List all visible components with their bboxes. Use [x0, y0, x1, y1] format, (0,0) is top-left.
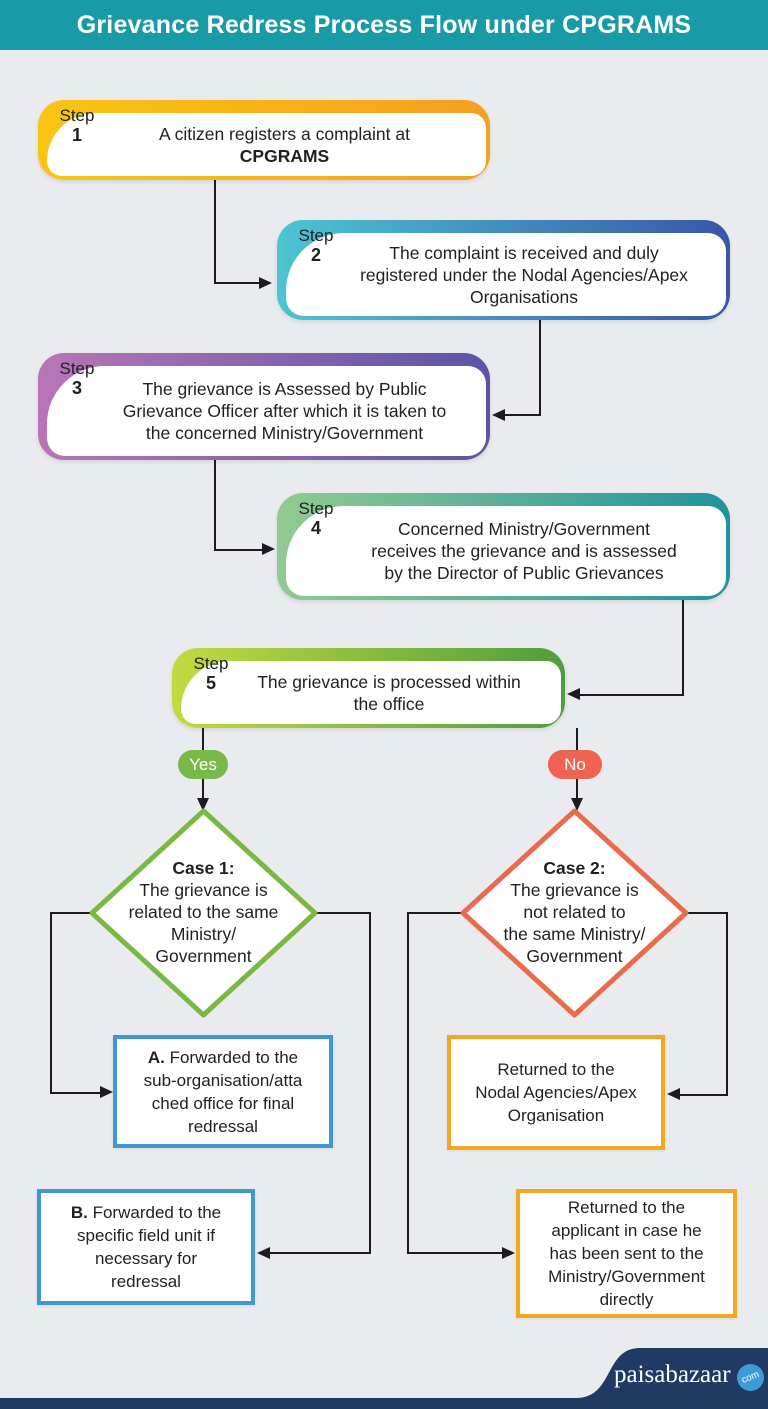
arrow-into-outcome-nodal: [667, 1088, 680, 1100]
connector-step4-step5-h: [580, 694, 684, 696]
connector-case1-right-h1: [314, 912, 371, 914]
connector-step1-step2: [214, 180, 216, 283]
connector-step4-step5: [682, 600, 684, 695]
step-4-text: Concerned Ministry/Government receives t…: [371, 519, 677, 583]
arrow-into-step2: [259, 277, 272, 289]
step-3-panel: [47, 366, 486, 456]
arrow-into-step5: [567, 688, 580, 700]
step-2-panel: [286, 233, 726, 316]
header-bar: Grievance Redress Process Flow under CPG…: [0, 0, 768, 50]
connector-case1-left-h1: [50, 912, 93, 914]
step-5-panel: [181, 661, 561, 724]
step-1-text: A citizen registers a complaint at CPGRA…: [159, 123, 410, 166]
brand-logo: paisabazaar: [614, 1361, 731, 1388]
step-3-box: Step 3 The grievance is Assessed by Publ…: [38, 353, 490, 460]
connector-case2-left-v: [407, 912, 409, 1253]
connector-step3-step4-h: [214, 549, 262, 551]
step-2-badge: Step 2: [298, 226, 334, 265]
step-5-text: The grievance is processed within the of…: [257, 671, 521, 714]
footer-bar: [0, 1398, 768, 1409]
arrow-into-case2: [571, 798, 583, 811]
footer-swoosh: [540, 1348, 768, 1409]
connector-step2-step3-h: [505, 414, 541, 416]
arrow-into-outcome-b: [257, 1247, 270, 1259]
outcome-a-box: A. Forwarded to the sub-organisation/att…: [113, 1035, 333, 1148]
connector-case2-right-v: [726, 912, 728, 1095]
connector-case1-left-v: [50, 912, 52, 1093]
outcome-b-box: B. Forwarded to the specific field unit …: [37, 1189, 255, 1305]
step-4-panel: [286, 506, 726, 596]
step-3-badge: Step 3: [59, 359, 95, 398]
arrow-into-step3: [492, 409, 505, 421]
arrow-into-outcome-a: [100, 1086, 113, 1098]
connector-case1-right-v: [369, 912, 371, 1253]
connector-case2-left-h2: [407, 1252, 502, 1254]
yes-branch-label: Yes: [178, 750, 228, 779]
step-4-box: Step 4 Concerned Ministry/Government rec…: [277, 493, 730, 600]
step-5-box: Step 5 The grievance is processed within…: [172, 648, 565, 728]
outcome-nodal-box: Returned to the Nodal Agencies/Apex Orga…: [447, 1035, 665, 1150]
connector-step3-step4: [214, 460, 216, 550]
step-3-text: The grievance is Assessed by Public Grie…: [122, 379, 447, 443]
arrow-into-outcome-applicant: [502, 1247, 515, 1259]
case-1-text: Case 1: The grievance is related to the …: [128, 858, 279, 966]
arrow-into-case1: [197, 798, 209, 811]
step-1-box: Step 1 A citizen registers a complaint a…: [38, 100, 490, 180]
step-4-badge: Step 4: [298, 499, 334, 538]
step-5-badge: Step 5: [193, 654, 229, 693]
connector-case2-right-h1: [686, 912, 728, 914]
step-1-panel: [47, 113, 486, 176]
step-2-box: Step 2 The complaint is received and dul…: [277, 220, 730, 320]
outcome-applicant-box: Returned to the applicant in case he has…: [516, 1189, 737, 1318]
case-2-text: Case 2: The grievance is not related to …: [503, 858, 646, 966]
connector-step1-step2-h: [214, 282, 259, 284]
connector-case1-right-h2: [270, 1252, 371, 1254]
step-2-text: The complaint is received and duly regis…: [360, 242, 688, 307]
case-2-diamond: [460, 808, 689, 1018]
connector-case1-left-h2: [50, 1092, 100, 1094]
connector-case2-left-h1: [407, 912, 463, 914]
arrow-into-step4: [262, 543, 275, 555]
connector-case2-right-h2: [680, 1094, 728, 1096]
no-branch-label: No: [548, 750, 602, 779]
page-title: Grievance Redress Process Flow under CPG…: [76, 10, 692, 39]
connector-step2-step3: [539, 320, 541, 415]
step-1-badge: Step 1: [59, 106, 95, 145]
case-1-diamond: [89, 808, 318, 1018]
